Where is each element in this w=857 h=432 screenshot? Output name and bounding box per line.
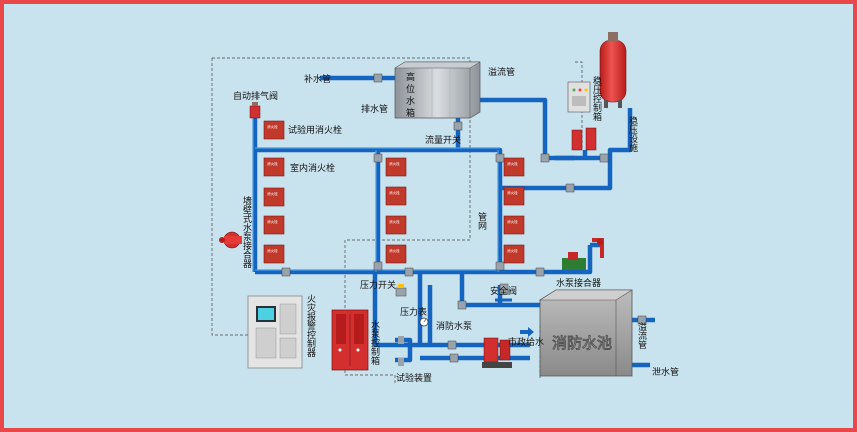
safety-valve-icon	[495, 283, 512, 302]
wall-pump-connector-icon	[219, 231, 242, 249]
hydrant-caption: 消火栓	[267, 191, 278, 196]
label-safety-valve: 安全阀	[490, 285, 517, 297]
regulator-control-cabinet	[567, 81, 591, 113]
fire-pool-icon	[538, 289, 634, 377]
hydrant-caption: 消火栓	[507, 190, 518, 195]
high-water-tank	[394, 61, 481, 119]
hydrant-box-captions: 消火栓 消火栓 消火栓 消火栓 消火栓 消火栓 消火栓 消火栓 消火栓 消火栓 …	[267, 124, 518, 253]
right-hydrant-column	[503, 157, 525, 264]
auto-vent-valve-icon	[249, 102, 261, 119]
hydrant-caption: 消火栓	[507, 161, 518, 166]
label-pressure-switch: 压力开关	[360, 279, 396, 291]
label-pipe-net: 管网	[476, 211, 487, 231]
label-drain-pipe: 排水管	[361, 103, 388, 115]
hydrant-caption: 消火栓	[389, 190, 400, 195]
municipal-supply-arrow-icon	[520, 327, 534, 337]
label-auto-vent: 自动排气阀	[233, 90, 278, 102]
label-fire-alarm-controller: 火灾报警控制器	[305, 294, 316, 357]
label-regulator-equipment: 稳压设施	[627, 115, 638, 153]
pressure-tank-icon	[599, 32, 627, 108]
left-hydrant-column	[263, 120, 285, 264]
right-pump-connector-icon	[562, 238, 604, 270]
hydrant-caption: 消火栓	[507, 219, 518, 224]
hydrant-caption: 消火栓	[267, 248, 278, 253]
label-pressure-gauge: 压力表	[400, 306, 427, 318]
tank-title-char-2: 位	[406, 83, 415, 95]
middle-hydrant-column	[385, 157, 407, 264]
label-regulator-cabinet: 稳压控制箱	[591, 75, 602, 122]
label-flow-switch: 流量开关	[425, 134, 461, 146]
label-supply-pipe: 补水管	[304, 73, 331, 85]
label-pool-drain: 泄水管	[652, 366, 679, 378]
hydrant-caption: 消火栓	[267, 161, 278, 166]
label-pump-control-box: 水泵控制箱	[369, 319, 380, 366]
fire-alarm-controller-icon	[247, 295, 303, 369]
label-indoor-hydrant: 室内消火栓	[290, 162, 335, 174]
hydrant-caption: 消火栓	[389, 161, 400, 166]
hydrant-caption: 消火栓	[389, 219, 400, 224]
label-overflow-pipe: 溢流管	[488, 66, 515, 78]
label-pool-overflow: 溢流管	[636, 321, 647, 349]
hydrant-caption: 消火栓	[267, 124, 278, 129]
label-fire-pump: 消防水泵	[436, 320, 472, 332]
pump-control-box-icon	[331, 309, 369, 371]
fire-pool-title: 消防水池	[552, 334, 612, 352]
pressure-gauge-icon	[419, 317, 429, 327]
pressure-switch-icon	[395, 284, 407, 297]
hydrant-caption: 消火栓	[267, 219, 278, 224]
hydrant-caption: 消火栓	[389, 248, 400, 253]
hydrant-caption: 消火栓	[507, 248, 518, 253]
test-device-icon	[398, 336, 404, 366]
label-municipal-supply: 市政给水	[508, 336, 544, 348]
tank-title-char-4: 箱	[406, 107, 415, 119]
fire-pump-icons	[482, 337, 512, 368]
label-pump-connector: 水泵接合器	[556, 277, 601, 289]
label-test-device: 试验装置	[396, 372, 432, 384]
tank-title-char-1: 高	[406, 71, 415, 83]
label-test-hydrant: 试验用消火栓	[288, 124, 342, 136]
label-wall-connector: 墙壁式水泵接合器	[241, 195, 252, 268]
tank-title-char-3: 水	[406, 95, 415, 107]
regulator-pump-icons	[571, 127, 597, 151]
